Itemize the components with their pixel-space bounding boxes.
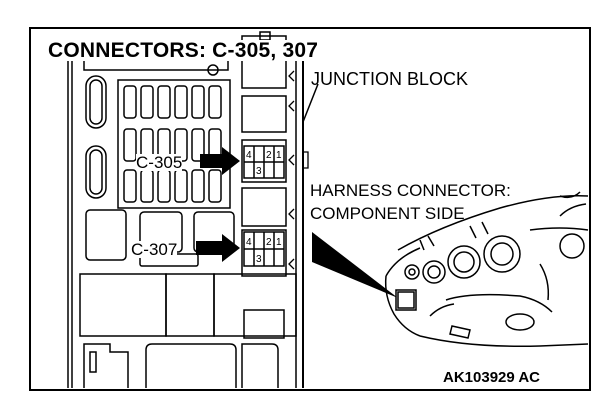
junction-block-label: JUNCTION BLOCK xyxy=(311,69,469,89)
c307-pin: 2 xyxy=(266,237,272,248)
c305-pin-labels: 2 1 4 3 xyxy=(246,150,282,177)
junction-block-panel xyxy=(67,40,304,388)
c307-pin-labels: 2 1 4 3 xyxy=(246,237,282,265)
fuse-array xyxy=(123,85,222,203)
c305-arrow xyxy=(200,147,240,175)
relay-blocks xyxy=(79,209,297,388)
dashboard-sketch xyxy=(384,195,589,348)
c305-pin: 4 xyxy=(246,150,252,161)
c305-pin: 3 xyxy=(256,166,262,177)
component-side-label: COMPONENT SIDE xyxy=(310,204,465,223)
figure-code: AK103929 AC xyxy=(443,369,540,386)
c307-arrow xyxy=(196,234,240,262)
c307-pin: 3 xyxy=(256,254,262,265)
junction-block-leader xyxy=(302,83,319,123)
edge-markers xyxy=(288,70,309,270)
c305-label: C-305 xyxy=(136,153,183,172)
harness-connector-label: HARNESS CONNECTOR: xyxy=(310,181,511,200)
c305-pin-block xyxy=(243,145,285,179)
c305-pin: 1 xyxy=(276,150,282,161)
c307-label: C-307 xyxy=(131,240,178,259)
location-pointer xyxy=(312,232,398,298)
c307-pin: 1 xyxy=(276,237,282,248)
c307-pin: 4 xyxy=(246,237,252,248)
c307-pin-block xyxy=(243,231,285,267)
c305-pin: 2 xyxy=(266,150,272,161)
figure-title: CONNECTORS: C-305, 307 xyxy=(46,39,321,62)
